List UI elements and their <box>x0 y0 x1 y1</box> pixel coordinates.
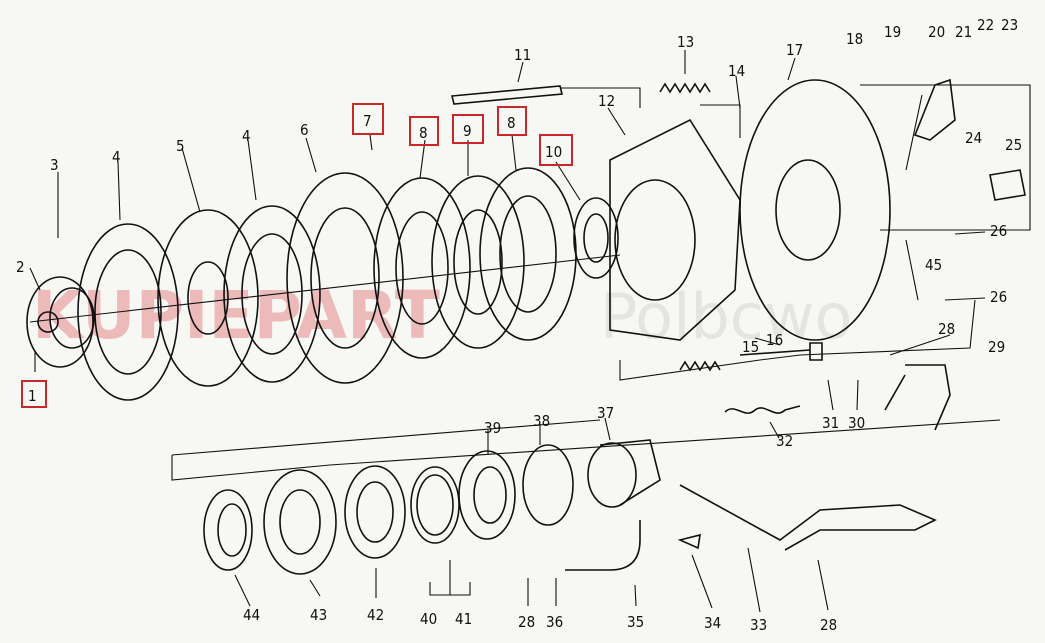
watermark-suffix: Polbcwo <box>600 280 852 353</box>
label-12: 12 <box>598 92 615 110</box>
label-29: 29 <box>988 338 1005 356</box>
label-42: 42 <box>367 606 384 624</box>
part-bearing-43 <box>263 469 337 575</box>
label-37: 37 <box>597 404 614 422</box>
label-15: 15 <box>742 338 759 356</box>
part-housing-12 <box>609 118 741 341</box>
highlight-box-8a <box>409 116 439 146</box>
label-23: 23 <box>1001 16 1018 34</box>
label-3: 3 <box>50 156 59 174</box>
label-24: 24 <box>965 129 982 147</box>
part-hose-35 <box>565 520 641 571</box>
highlight-box-10 <box>539 134 573 166</box>
part-lever-33 <box>679 484 937 551</box>
label-14: 14 <box>728 62 745 80</box>
label-28-upper: 28 <box>938 320 955 338</box>
part-snap-ring-38 <box>522 444 574 526</box>
label-8-right: 8 <box>507 114 516 132</box>
label-39: 39 <box>484 419 501 437</box>
label-33: 33 <box>750 616 767 634</box>
part-bolt-16 <box>739 342 823 361</box>
frame-line-lower <box>171 419 1001 481</box>
part-shaft-11 <box>450 85 564 105</box>
label-19: 19 <box>884 23 901 41</box>
part-spring-13 <box>659 82 711 94</box>
label-32: 32 <box>776 432 793 450</box>
watermark-brand: KUPIEPART <box>32 277 440 354</box>
highlight-box-9 <box>452 114 484 144</box>
label-6: 6 <box>300 121 309 139</box>
part-plate-5 <box>157 209 259 387</box>
label-28-lower-right: 28 <box>820 616 837 634</box>
label-35: 35 <box>627 613 644 631</box>
label-45: 45 <box>925 256 942 274</box>
part-carrier-37 <box>587 439 661 508</box>
part-sleeve-44 <box>203 489 253 571</box>
part-bracket-25 <box>989 169 1026 201</box>
part-bearing-10 <box>573 197 619 279</box>
label-18: 18 <box>846 30 863 48</box>
part-spring-32 <box>724 405 801 414</box>
label-13: 13 <box>677 33 694 51</box>
frame-line-right <box>619 299 976 381</box>
label-31: 31 <box>822 414 839 432</box>
part-cover-17 <box>739 79 891 341</box>
label-2: 2 <box>16 258 25 276</box>
part-disc-8-right <box>479 167 577 341</box>
highlight-box-8b <box>497 106 527 136</box>
label-8-left: 8 <box>419 124 428 142</box>
label-4-left: 4 <box>112 148 121 166</box>
label-36: 36 <box>546 613 563 631</box>
part-key-34 <box>677 533 701 550</box>
label-26-upper: 26 <box>990 222 1007 240</box>
label-38: 38 <box>533 412 550 430</box>
label-16: 16 <box>766 331 783 349</box>
label-40: 40 <box>420 610 437 628</box>
label-25: 25 <box>1005 136 1022 154</box>
highlight-box-1 <box>21 380 47 408</box>
part-ring-40-41 <box>410 466 460 544</box>
label-34: 34 <box>704 614 721 632</box>
axis-line-upper <box>29 254 621 323</box>
label-17: 17 <box>786 41 803 59</box>
part-hub <box>26 276 95 368</box>
part-bearing-42 <box>344 465 406 559</box>
label-43: 43 <box>310 606 327 624</box>
part-lever-20 <box>913 78 956 141</box>
part-ring-39 <box>458 450 516 540</box>
label-44: 44 <box>243 606 260 624</box>
part-friction-disc-left <box>77 223 179 401</box>
label-1: 1 <box>28 387 37 405</box>
label-26-lower: 26 <box>990 288 1007 306</box>
label-11: 11 <box>514 46 531 64</box>
label-4-right: 4 <box>242 127 251 145</box>
highlight-box-7 <box>352 103 384 135</box>
label-20: 20 <box>928 23 945 41</box>
part-disc-8-left <box>373 177 471 359</box>
label-5: 5 <box>176 137 185 155</box>
part-spring-15 <box>679 360 721 372</box>
part-disc-9 <box>431 175 525 349</box>
label-28-lower-left: 28 <box>518 613 535 631</box>
label-10: 10 <box>545 143 562 161</box>
label-9: 9 <box>463 122 472 140</box>
leader-lines <box>29 50 986 613</box>
label-41: 41 <box>455 610 472 628</box>
label-22: 22 <box>977 16 994 34</box>
part-friction-disc-4 <box>223 205 321 383</box>
label-21: 21 <box>955 23 972 41</box>
part-pressure-plate-6 <box>286 172 404 384</box>
frame-line-upper <box>560 84 1031 231</box>
part-fork-29 <box>884 364 951 431</box>
label-30: 30 <box>848 414 865 432</box>
label-7: 7 <box>363 112 372 130</box>
